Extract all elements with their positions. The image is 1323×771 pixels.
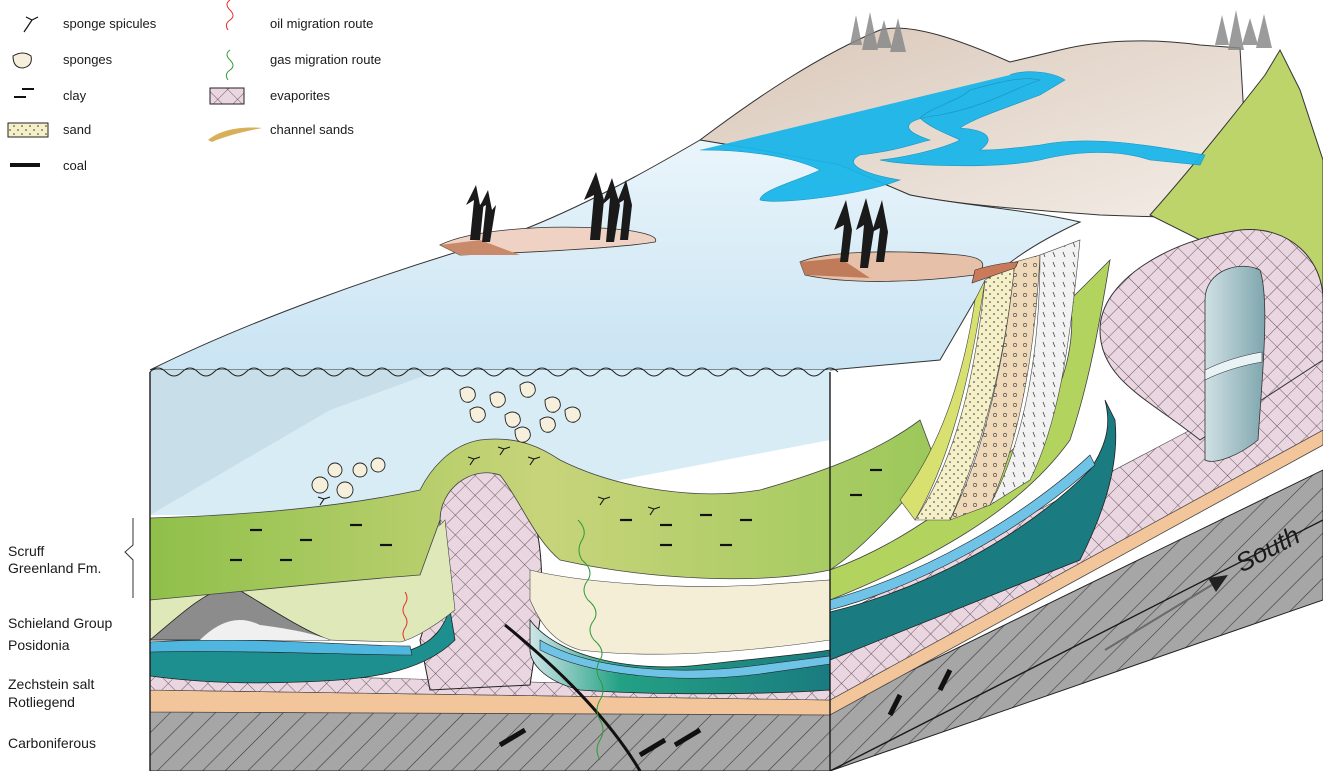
fault-line xyxy=(504,623,642,771)
legend-label-sponge-spicules: sponge spicules xyxy=(63,16,157,31)
legend-label-channel-sands: channel sands xyxy=(270,122,354,137)
strat-label-posidonia: Posidonia xyxy=(8,637,70,653)
legend-label-evaporites: evaporites xyxy=(270,88,330,103)
sponge-cluster xyxy=(311,381,581,499)
strat-label-schieland: Schieland Group xyxy=(8,615,113,631)
oil-migration-route xyxy=(402,591,408,641)
strat-label-carboniferous: Carboniferous xyxy=(8,735,96,751)
coal-marks xyxy=(498,668,953,758)
clay-icon xyxy=(14,88,34,98)
clay-marks xyxy=(230,468,882,562)
spicule-marks xyxy=(317,446,661,516)
gas-route-icon xyxy=(225,49,234,81)
salt-dome-core xyxy=(1204,266,1266,462)
blue-marker-band xyxy=(149,454,1096,679)
strat-label-scruff: Scruff xyxy=(8,543,45,559)
island-left xyxy=(439,226,657,256)
evaporite-icon xyxy=(209,87,245,105)
legend-label-coal: coal xyxy=(63,158,87,173)
strat-label-greenland: Greenland Fm. xyxy=(8,560,102,576)
legend-label-sponges: sponges xyxy=(63,52,113,67)
legend-label-sand: sand xyxy=(63,122,92,137)
channel-sand-icon xyxy=(208,127,262,142)
south-arrow xyxy=(1104,575,1228,651)
sand-icon xyxy=(7,122,49,138)
trees xyxy=(466,172,888,268)
sponge-icon xyxy=(12,52,32,69)
island-right xyxy=(799,251,983,282)
block-outline xyxy=(149,372,1323,771)
strat-label-zechstein: Zechstein salt xyxy=(8,676,95,692)
oil-route-icon xyxy=(225,0,234,31)
scruff-brace xyxy=(124,518,134,598)
legend-label-gas-migration-route: gas migration route xyxy=(270,52,382,67)
gas-migration-route xyxy=(577,519,604,761)
legend-label-oil-migration-route: oil migration route xyxy=(270,16,374,31)
shoreface-wedges xyxy=(899,239,1081,521)
background-trees xyxy=(850,10,1272,52)
meandering-river xyxy=(699,71,1206,202)
spicule-icon xyxy=(23,16,39,33)
strat-label-rotliegend: Rotliegend xyxy=(8,694,75,710)
legend-label-clay: clay xyxy=(63,88,87,103)
